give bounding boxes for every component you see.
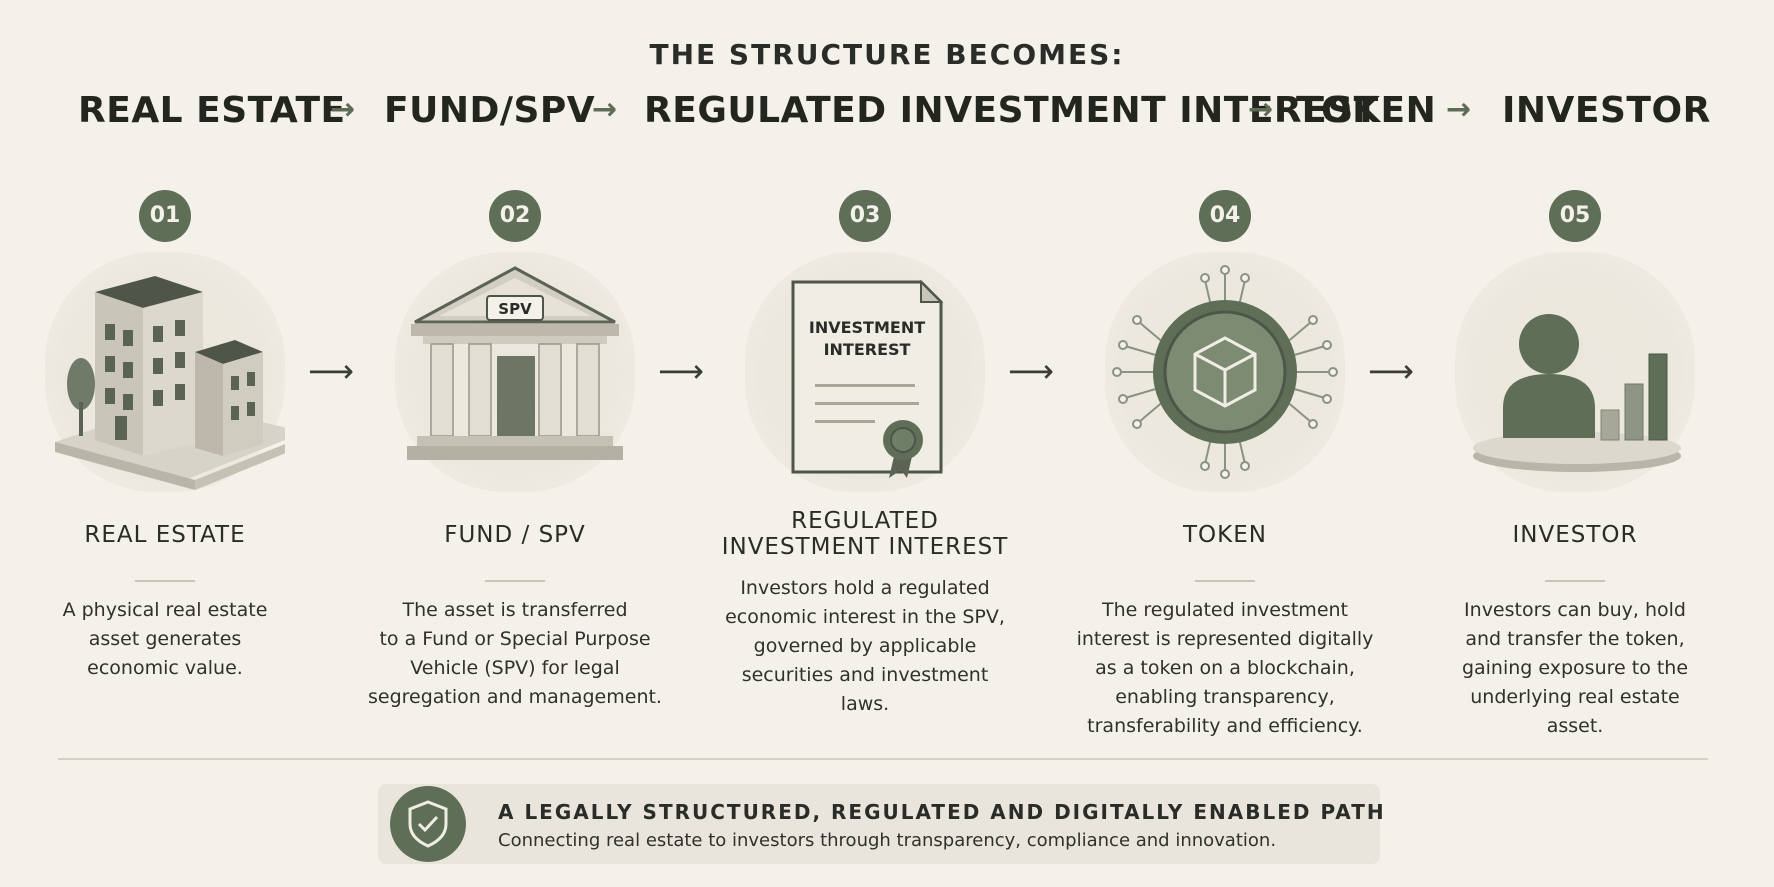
summary-banner: A LEGALLY STRUCTURED, REGULATED AND DIGI… — [378, 784, 1384, 864]
flow-arrow-icon: → — [1446, 92, 1472, 127]
divider — [135, 580, 195, 582]
step-description: Investors hold a regulated economic inte… — [725, 577, 1005, 715]
building-icon — [55, 276, 285, 490]
arrow-right-icon: ⟶ — [308, 352, 354, 390]
step-token: 04 — [1075, 190, 1375, 741]
flow-arrow-icon: → — [592, 92, 618, 127]
spv-label: SPV — [498, 300, 532, 318]
step-title: REAL ESTATE — [84, 522, 246, 548]
arrow-right-icon: ⟶ — [658, 352, 704, 390]
flow-item-regulated-interest: REGULATED INVESTMENT INTEREST — [644, 90, 1379, 131]
step-illustration: SPV — [395, 252, 635, 492]
investor-icon — [1473, 314, 1681, 472]
step-illustration — [1105, 252, 1345, 492]
step-title: REGULATED INVESTMENT INTEREST — [721, 508, 1009, 560]
token-icon — [1112, 265, 1338, 479]
banner-heading: A LEGALLY STRUCTURED, REGULATED AND DIGI… — [498, 800, 1386, 824]
step-regulated-interest: 03 INVESTMENT INTEREST REGULATED INVESTM… — [715, 190, 1015, 719]
section-divider — [58, 758, 1708, 760]
banner-subtext: Connecting real estate to investors thro… — [498, 830, 1277, 851]
flow-item-fund-spv: FUND/SPV — [384, 90, 596, 131]
step-real-estate: 01 REAL ES — [15, 190, 315, 683]
step-description: A physical real estate asset generates e… — [62, 599, 268, 679]
step-title: INVESTOR — [1512, 522, 1638, 548]
step-description: Investors can buy, hold and transfer the… — [1461, 599, 1689, 737]
certificate-label-2: INTEREST — [824, 340, 911, 359]
step-title: FUND / SPV — [444, 522, 586, 548]
step-number-badge: 02 — [489, 190, 541, 242]
flow-arrow-icon: → — [330, 92, 356, 127]
divider — [485, 580, 545, 582]
step-number-badge: 01 — [139, 190, 191, 242]
structure-flow: REAL ESTATE → FUND/SPV → REGULATED INVES… — [0, 90, 1774, 140]
arrow-right-icon: ⟶ — [1008, 352, 1054, 390]
step-number-badge: 05 — [1549, 190, 1601, 242]
step-fund-spv: 02 SPV FUND / SPV The asset is transferr… — [365, 190, 665, 712]
step-title: TOKEN — [1183, 522, 1267, 548]
step-investor: 05 INVESTOR Investors can buy, hold and … — [1425, 190, 1725, 741]
bank-icon: SPV — [407, 266, 623, 460]
certificate-label-1: INVESTMENT — [809, 318, 925, 337]
flow-arrow-icon: → — [1248, 92, 1274, 127]
flow-item-investor: INVESTOR — [1502, 90, 1711, 131]
divider — [1195, 580, 1255, 582]
flow-item-token: TOKEN — [1296, 90, 1437, 131]
divider — [1545, 580, 1605, 582]
step-description: The asset is transferred to a Fund or Sp… — [368, 599, 662, 708]
certificate-icon: INVESTMENT INTEREST — [791, 279, 944, 478]
step-illustration — [45, 252, 285, 492]
shield-check-icon — [390, 786, 466, 862]
step-number-badge: 04 — [1199, 190, 1251, 242]
step-illustration: INVESTMENT INTEREST — [745, 252, 985, 492]
flow-item-real-estate: REAL ESTATE — [78, 90, 346, 131]
step-number-badge: 03 — [839, 190, 891, 242]
page-title: THE STRUCTURE BECOMES: — [649, 38, 1125, 71]
step-illustration — [1455, 252, 1695, 492]
step-description: The regulated investment interest is rep… — [1076, 599, 1374, 737]
arrow-right-icon: ⟶ — [1368, 352, 1414, 390]
